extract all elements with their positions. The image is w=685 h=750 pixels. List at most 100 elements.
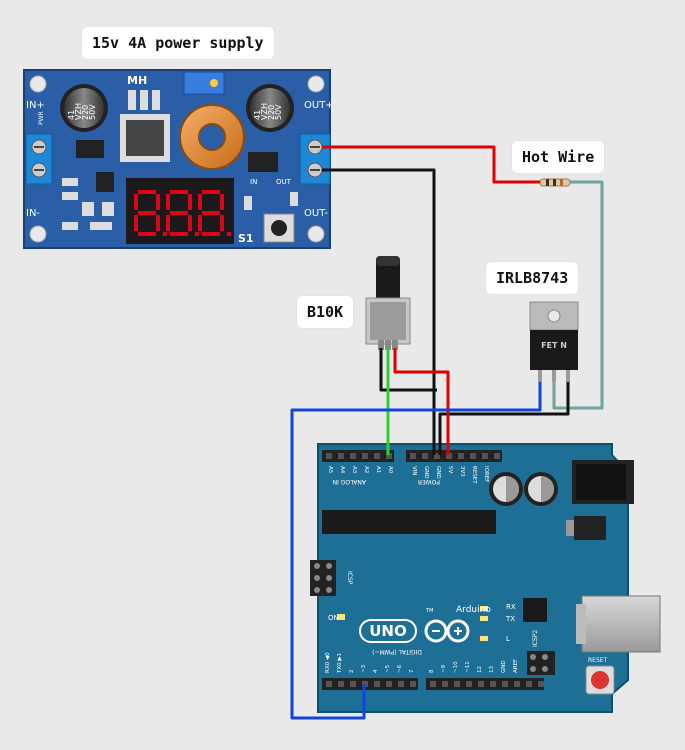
pin-label: ~6 <box>397 664 403 673</box>
pin-label: GND <box>501 660 507 673</box>
reset-label: RESET <box>588 657 608 664</box>
pin-label: A5 <box>327 466 333 474</box>
pin-label: 12 <box>477 666 483 673</box>
segment <box>134 215 138 231</box>
decimal-point <box>163 232 167 236</box>
psu-in-plus-label: IN+ <box>26 100 45 111</box>
pin-label: RESET <box>471 466 477 484</box>
irlb8743-mosfet: FET N <box>529 301 579 382</box>
segment <box>220 194 224 210</box>
pin-label: GND <box>423 466 429 479</box>
pin-label: TX0 ▶1 <box>337 653 343 674</box>
segment <box>220 215 224 231</box>
pin-label: AREF <box>513 659 519 673</box>
wire-blue-gate-to-d3 <box>290 382 542 720</box>
mosfet-marking: FET N <box>541 341 567 350</box>
uno-logo: UNO <box>369 622 407 640</box>
atmega-chip <box>322 510 496 534</box>
pin-label: 3V3 <box>459 466 465 477</box>
decimal-point <box>195 232 199 236</box>
segment <box>202 232 220 236</box>
cap-marking: 220 <box>81 105 90 120</box>
wire-black-source-to-gnd <box>438 382 570 455</box>
segment <box>138 232 156 236</box>
power-label: POWER <box>418 478 440 485</box>
tx-led-label: TX <box>505 615 515 623</box>
segment <box>198 215 202 231</box>
pin-label: 4 <box>373 669 379 673</box>
mosfet-label: IRLB8743 <box>486 262 579 294</box>
psu-out-label: OUT <box>276 178 292 186</box>
psu-in-minus-label: IN- <box>26 208 40 219</box>
pin-label: ~10 <box>453 661 459 673</box>
arduino-tm: TM <box>425 608 433 614</box>
psu-pwr-label: PWR <box>38 111 45 125</box>
segment <box>198 194 202 210</box>
segment <box>170 232 188 236</box>
pin-label: VIN <box>411 466 417 476</box>
cap-marking: 50V <box>274 104 283 120</box>
analog-in-label: ANALOG IN <box>333 478 366 485</box>
potentiometer-label: B10K <box>297 296 354 328</box>
segment <box>202 211 220 215</box>
wires <box>290 145 604 720</box>
rx-led-label: RX <box>506 603 516 611</box>
b10k-potentiometer <box>365 256 411 350</box>
cap-marking: VZH <box>74 103 83 120</box>
cap-marking: 50V <box>88 104 97 120</box>
pin-label: 5V <box>447 466 453 473</box>
hot-wire-resistor <box>539 178 571 187</box>
power-header <box>406 450 502 462</box>
pin-label: 7 <box>409 669 415 673</box>
pin-label: ~9 <box>441 664 447 673</box>
pin-label: A4 <box>339 466 345 474</box>
decimal-point <box>227 232 231 236</box>
wire-black-pot-to-gnd <box>379 348 437 392</box>
icsp2-label: ICSP2 <box>532 630 539 647</box>
segment <box>166 215 170 231</box>
psu-out-plus-label: OUT+ <box>304 100 334 111</box>
segment <box>156 194 160 210</box>
segment <box>138 190 156 194</box>
cap-marking: 41 <box>67 110 76 120</box>
segment <box>166 194 170 210</box>
wire-black-out-minus-to-gnd <box>322 168 436 455</box>
power-supply-label: 15v 4A power supply <box>82 27 274 59</box>
wire-red-pot-to-5v <box>393 348 450 455</box>
pin-label: GND <box>435 466 441 479</box>
pin-label: RX0 ◀0 <box>325 652 331 673</box>
l-led-label: L <box>506 635 510 643</box>
pin-label: 13 <box>489 666 495 673</box>
cap-marking: 220 <box>267 105 276 120</box>
pin-label: A0 <box>387 466 393 474</box>
analog-header <box>322 450 394 462</box>
digital-header-left <box>322 678 418 690</box>
wire-red-out-plus-to-hotwire <box>322 145 540 184</box>
psu-in-label: IN <box>250 178 257 186</box>
pin-label: ~3 <box>361 664 367 673</box>
psu-mh-label: MH <box>127 74 147 87</box>
wire-teal-hotwire-to-drain <box>552 180 604 410</box>
usb-port <box>581 595 661 653</box>
segment <box>170 211 188 215</box>
psu-out-minus-label: OUT- <box>304 208 328 219</box>
segment <box>188 194 192 210</box>
pin-label: A2 <box>363 466 369 473</box>
digital-label: DIGITAL (PWM~) <box>372 648 422 655</box>
on-led-label: ON <box>328 614 339 622</box>
segment <box>156 215 160 231</box>
cap-marking: 41 <box>253 110 262 120</box>
psu-s1-label: S1 <box>238 232 254 245</box>
pin-label: ~5 <box>385 664 391 673</box>
segment <box>138 211 156 215</box>
pin-label: 2 <box>349 670 355 674</box>
arduino-brand: Arduino <box>456 605 491 615</box>
segment <box>134 194 138 210</box>
segment <box>170 190 188 194</box>
icsp-label: ICSP <box>346 571 353 585</box>
hot-wire-label: Hot Wire <box>512 141 605 173</box>
pin-label: ~11 <box>465 661 471 673</box>
